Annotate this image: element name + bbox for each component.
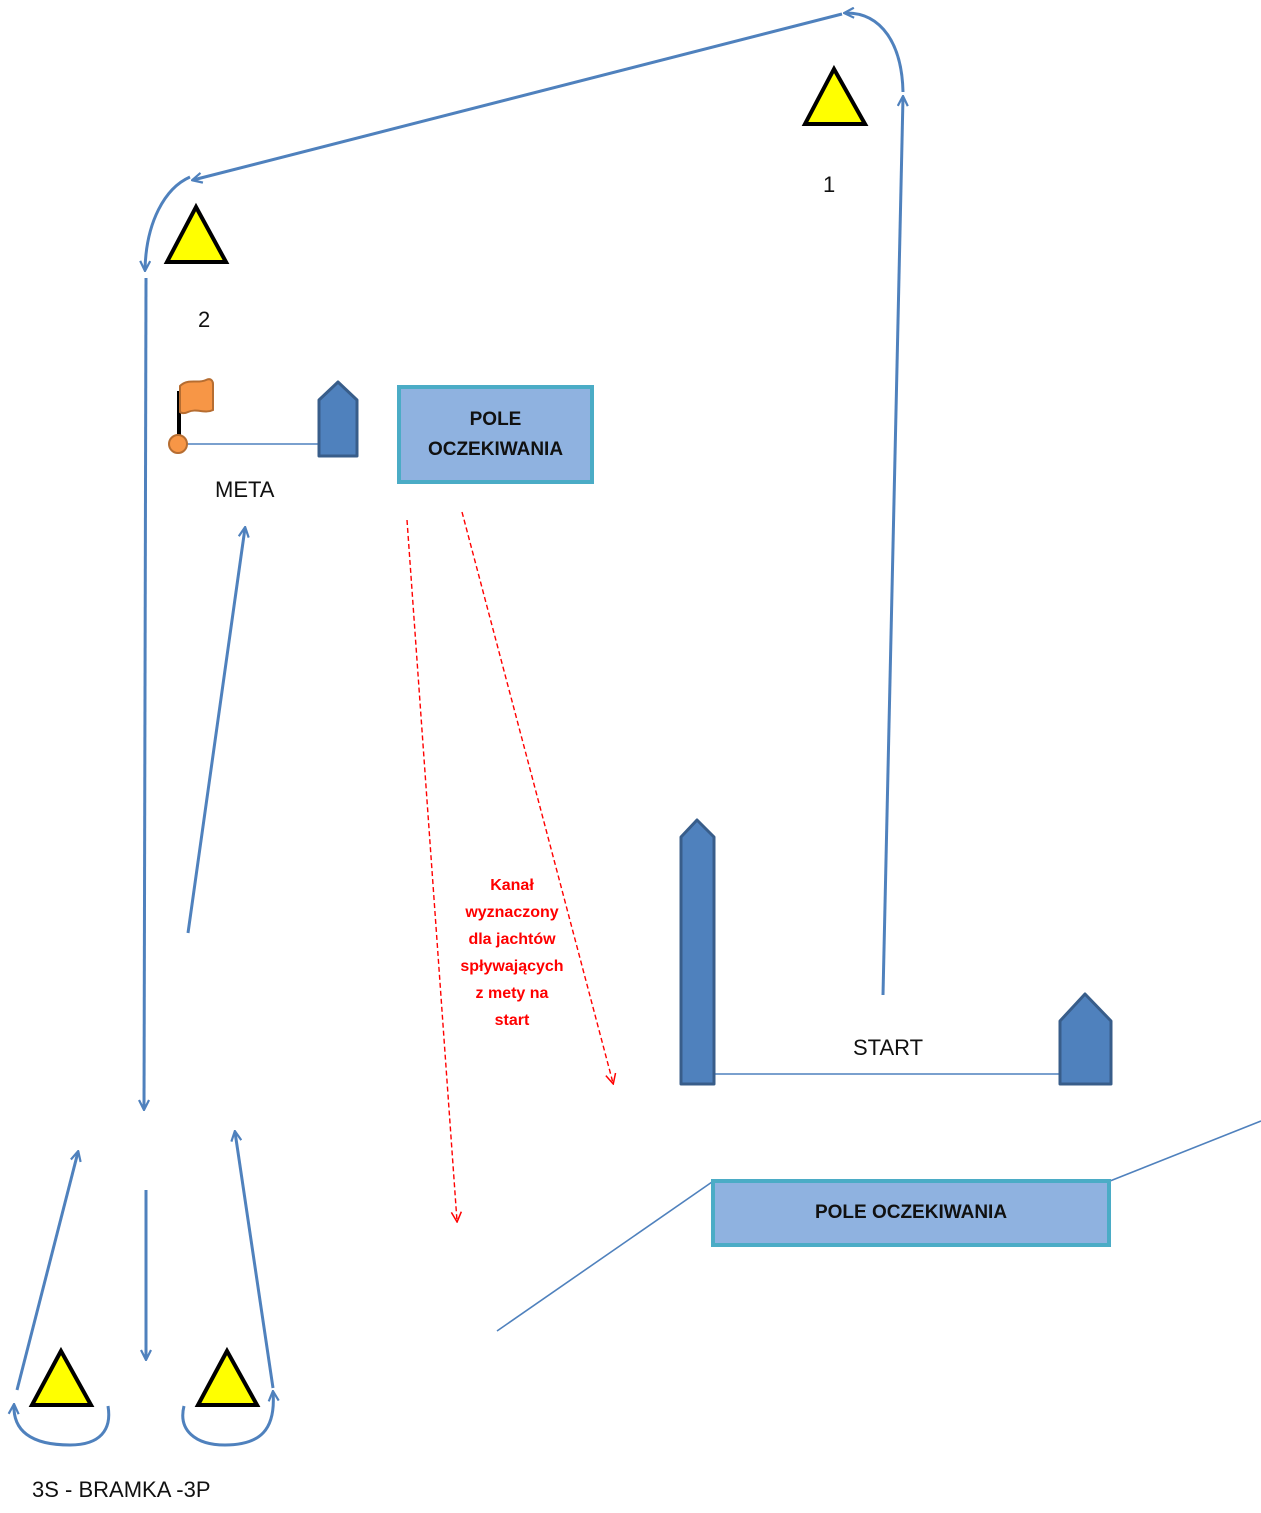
gate-left-upwind-arrow — [15, 1152, 78, 1391]
waiting-area-top-line1: POLE — [469, 408, 522, 430]
channel-right-line — [461, 511, 613, 1083]
waiting-area-bottom-text: POLE OCZEKIWANIA — [814, 1202, 1008, 1223]
gate-right-triangle-icon — [194, 1346, 261, 1407]
mark-2-label: 2 — [198, 307, 211, 332]
waiting-area-top-line2: OCZEKIWANIA — [427, 438, 564, 460]
channel-note-line: dla jachtów — [468, 931, 556, 948]
mark-1-label: 1 — [823, 172, 836, 197]
channel-note: Kanał wyznaczony dla jachtów spływającyc… — [437, 872, 587, 1034]
finish-label: META — [215, 477, 275, 502]
channel-note-line: z mety na — [475, 985, 549, 1002]
rounding-arc-mark2 — [145, 175, 191, 270]
orange-flag-icon — [168, 378, 214, 454]
mark2-to-gate-leg — [144, 277, 146, 1109]
waiting-area-boundary-left — [496, 1181, 713, 1332]
mark-1-triangle-icon — [801, 64, 869, 126]
gate-right-rounding-arc — [181, 1392, 274, 1447]
channel-note-line: spływających — [460, 958, 564, 975]
channel-left-line — [406, 519, 457, 1221]
mark-2-triangle-icon — [163, 202, 230, 264]
channel-note-line: wyznaczony — [465, 904, 559, 921]
rounding-arc-mark1 — [845, 13, 905, 93]
gate-label: 3S - BRAMKA -3P — [32, 1477, 211, 1502]
mark1-to-mark2-leg — [193, 12, 843, 180]
gate-to-finish-leg — [186, 528, 245, 934]
channel-note-line: start — [494, 1012, 530, 1029]
gate-left-triangle-icon — [28, 1346, 95, 1407]
course-lines — [14, 12, 905, 1447]
gate-left-rounding-arc — [14, 1405, 111, 1447]
waiting-area-top: POLE OCZEKIWANIA — [397, 385, 594, 484]
finish-boat-icon — [317, 380, 359, 458]
start-to-mark1-leg — [881, 97, 903, 996]
channel-note-line: Kanał — [490, 877, 534, 894]
waiting-area-bottom: POLE OCZEKIWANIA — [711, 1179, 1111, 1247]
waiting-area-boundary-right — [1109, 1120, 1261, 1182]
start-label: START — [853, 1035, 924, 1060]
gate-right-upwind-arrow — [235, 1132, 275, 1389]
start-boat-left-icon — [679, 818, 716, 1086]
start-boat-right-icon — [1058, 992, 1113, 1086]
